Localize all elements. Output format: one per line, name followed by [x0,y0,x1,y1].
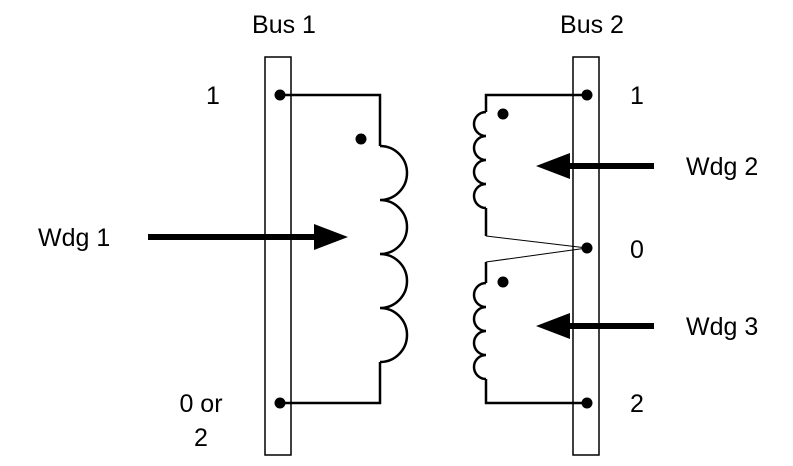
bus2-terminal-1-label: 1 [630,82,644,110]
winding-3-coil [472,262,587,405]
winding-1-coil [280,93,409,405]
bus1-terminal-0or2-label-line2: 2 [194,424,208,452]
bus2-title: Bus 2 [560,11,624,39]
bus1-bar [264,56,292,456]
winding-2-coil [472,93,587,236]
wdg1-label: Wdg 1 [38,224,110,252]
wdg2-arrow [536,153,654,179]
neutral-lead-lower [485,247,588,263]
wdg3-arrow [536,313,654,339]
wdg2-label: Wdg 2 [686,153,758,181]
neutral-lead-upper [485,235,588,249]
bus2-bar [572,56,600,456]
winding-3-polarity-dot [497,276,509,288]
winding-2-polarity-dot [497,108,509,120]
wdg1-arrow [148,224,348,250]
bus1-title: Bus 1 [252,11,316,39]
bus2-terminal-0-label: 0 [630,236,644,264]
bus1-terminal-0or2-label: 0 or [179,390,222,418]
bus2-terminal-2-label: 2 [630,390,644,418]
wdg3-label: Wdg 3 [686,313,758,341]
bus1-terminal-1-label: 1 [206,82,220,110]
winding-1-polarity-dot [355,133,367,145]
